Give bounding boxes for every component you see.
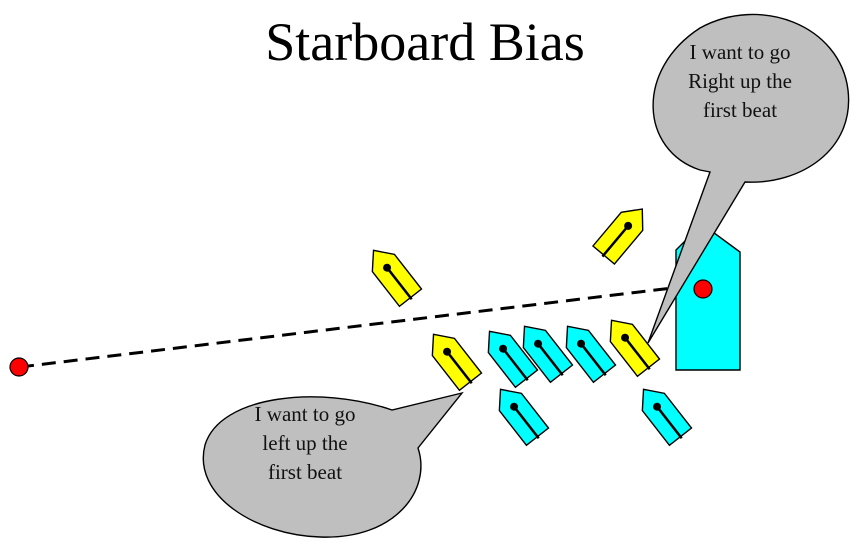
speech-bubble-left (202, 391, 464, 538)
pin-end-mark (9, 357, 29, 377)
cyan-boat (555, 317, 617, 383)
bubble-left-line: left up the (262, 431, 348, 455)
speech-bubble-right (647, 13, 850, 344)
cyan-boat (477, 322, 539, 388)
cyan-boat (488, 380, 550, 446)
yellow-boat (421, 325, 483, 391)
bubble-right-line: I want to go (689, 40, 791, 64)
cyan-boat (512, 317, 574, 383)
page-title: Starboard Bias (265, 12, 585, 72)
yellow-boat (361, 241, 423, 307)
yellow-boat (592, 199, 654, 265)
bubble-left-line: I want to go (254, 402, 356, 426)
bubble-right-line: first beat (702, 98, 778, 122)
bubble-right-line: Right up the (688, 69, 792, 93)
cyan-boat (631, 380, 693, 446)
yellow-boat (599, 311, 661, 377)
bubble-left-text: I want to go left up the first beat (215, 400, 395, 487)
committee-boat-mark (693, 279, 713, 299)
bubble-right-text: I want to go Right up the first beat (655, 38, 825, 125)
bubble-left-line: first beat (267, 460, 343, 484)
